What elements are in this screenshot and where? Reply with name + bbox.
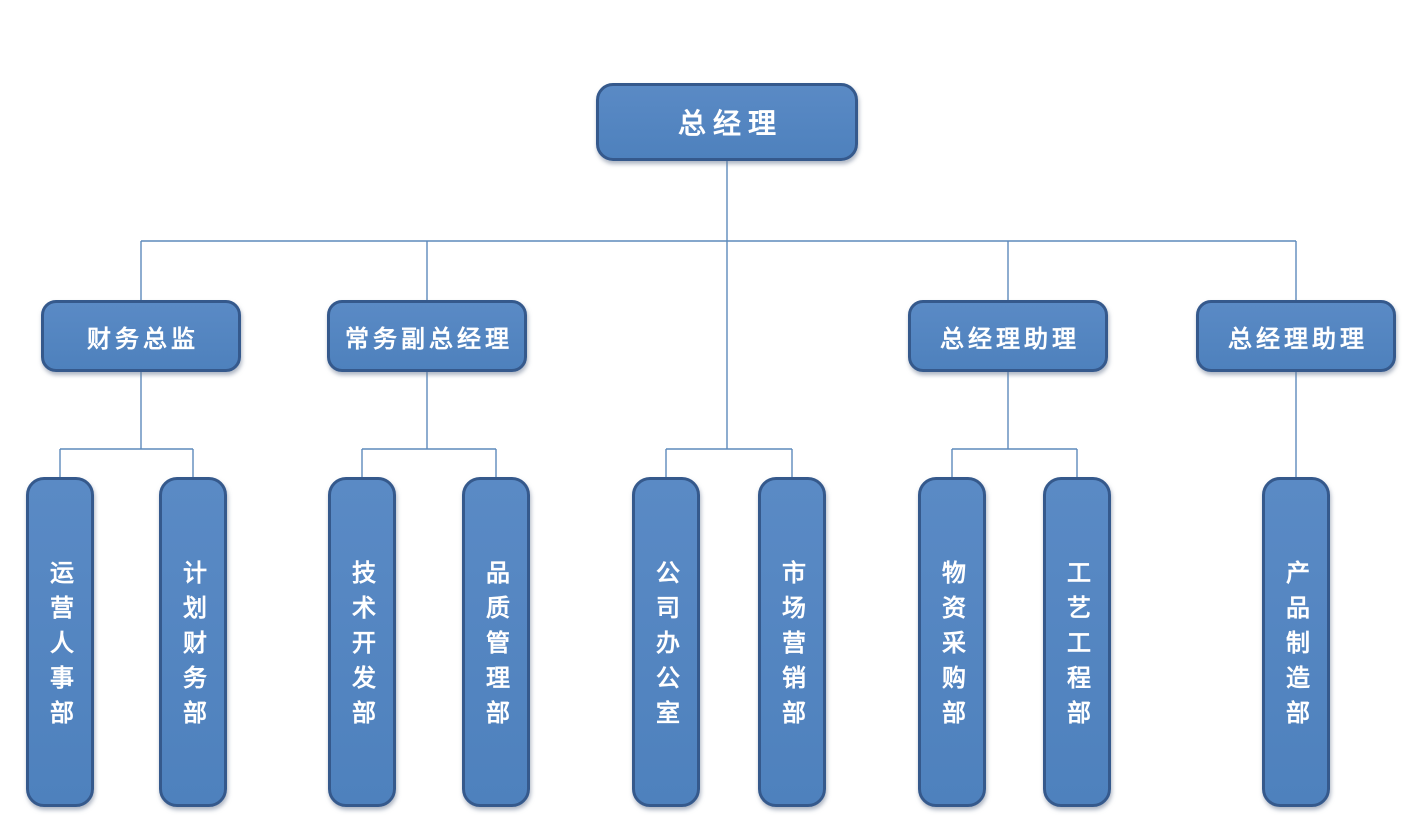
node-dept-operations-hr: 运营人事部: [26, 477, 94, 807]
node-dept-technology-development: 技术开发部: [328, 477, 396, 807]
node-dept-company-office: 公司办公室: [632, 477, 700, 807]
node-finance-director: 财务总监: [41, 300, 241, 372]
node-gm-assistant-2: 总经理助理: [1196, 300, 1396, 372]
node-executive-deputy-general-manager: 常务副总经理: [327, 300, 527, 372]
node-dept-process-engineering: 工艺工程部: [1043, 477, 1111, 807]
node-dept-material-procurement: 物资采购部: [918, 477, 986, 807]
node-dept-product-manufacturing: 产品制造部: [1262, 477, 1330, 807]
node-dept-quality-management: 品质管理部: [462, 477, 530, 807]
node-general-manager: 总经理: [596, 83, 858, 161]
node-dept-planning-finance: 计划财务部: [159, 477, 227, 807]
node-dept-marketing: 市场营销部: [758, 477, 826, 807]
node-gm-assistant-1: 总经理助理: [908, 300, 1108, 372]
